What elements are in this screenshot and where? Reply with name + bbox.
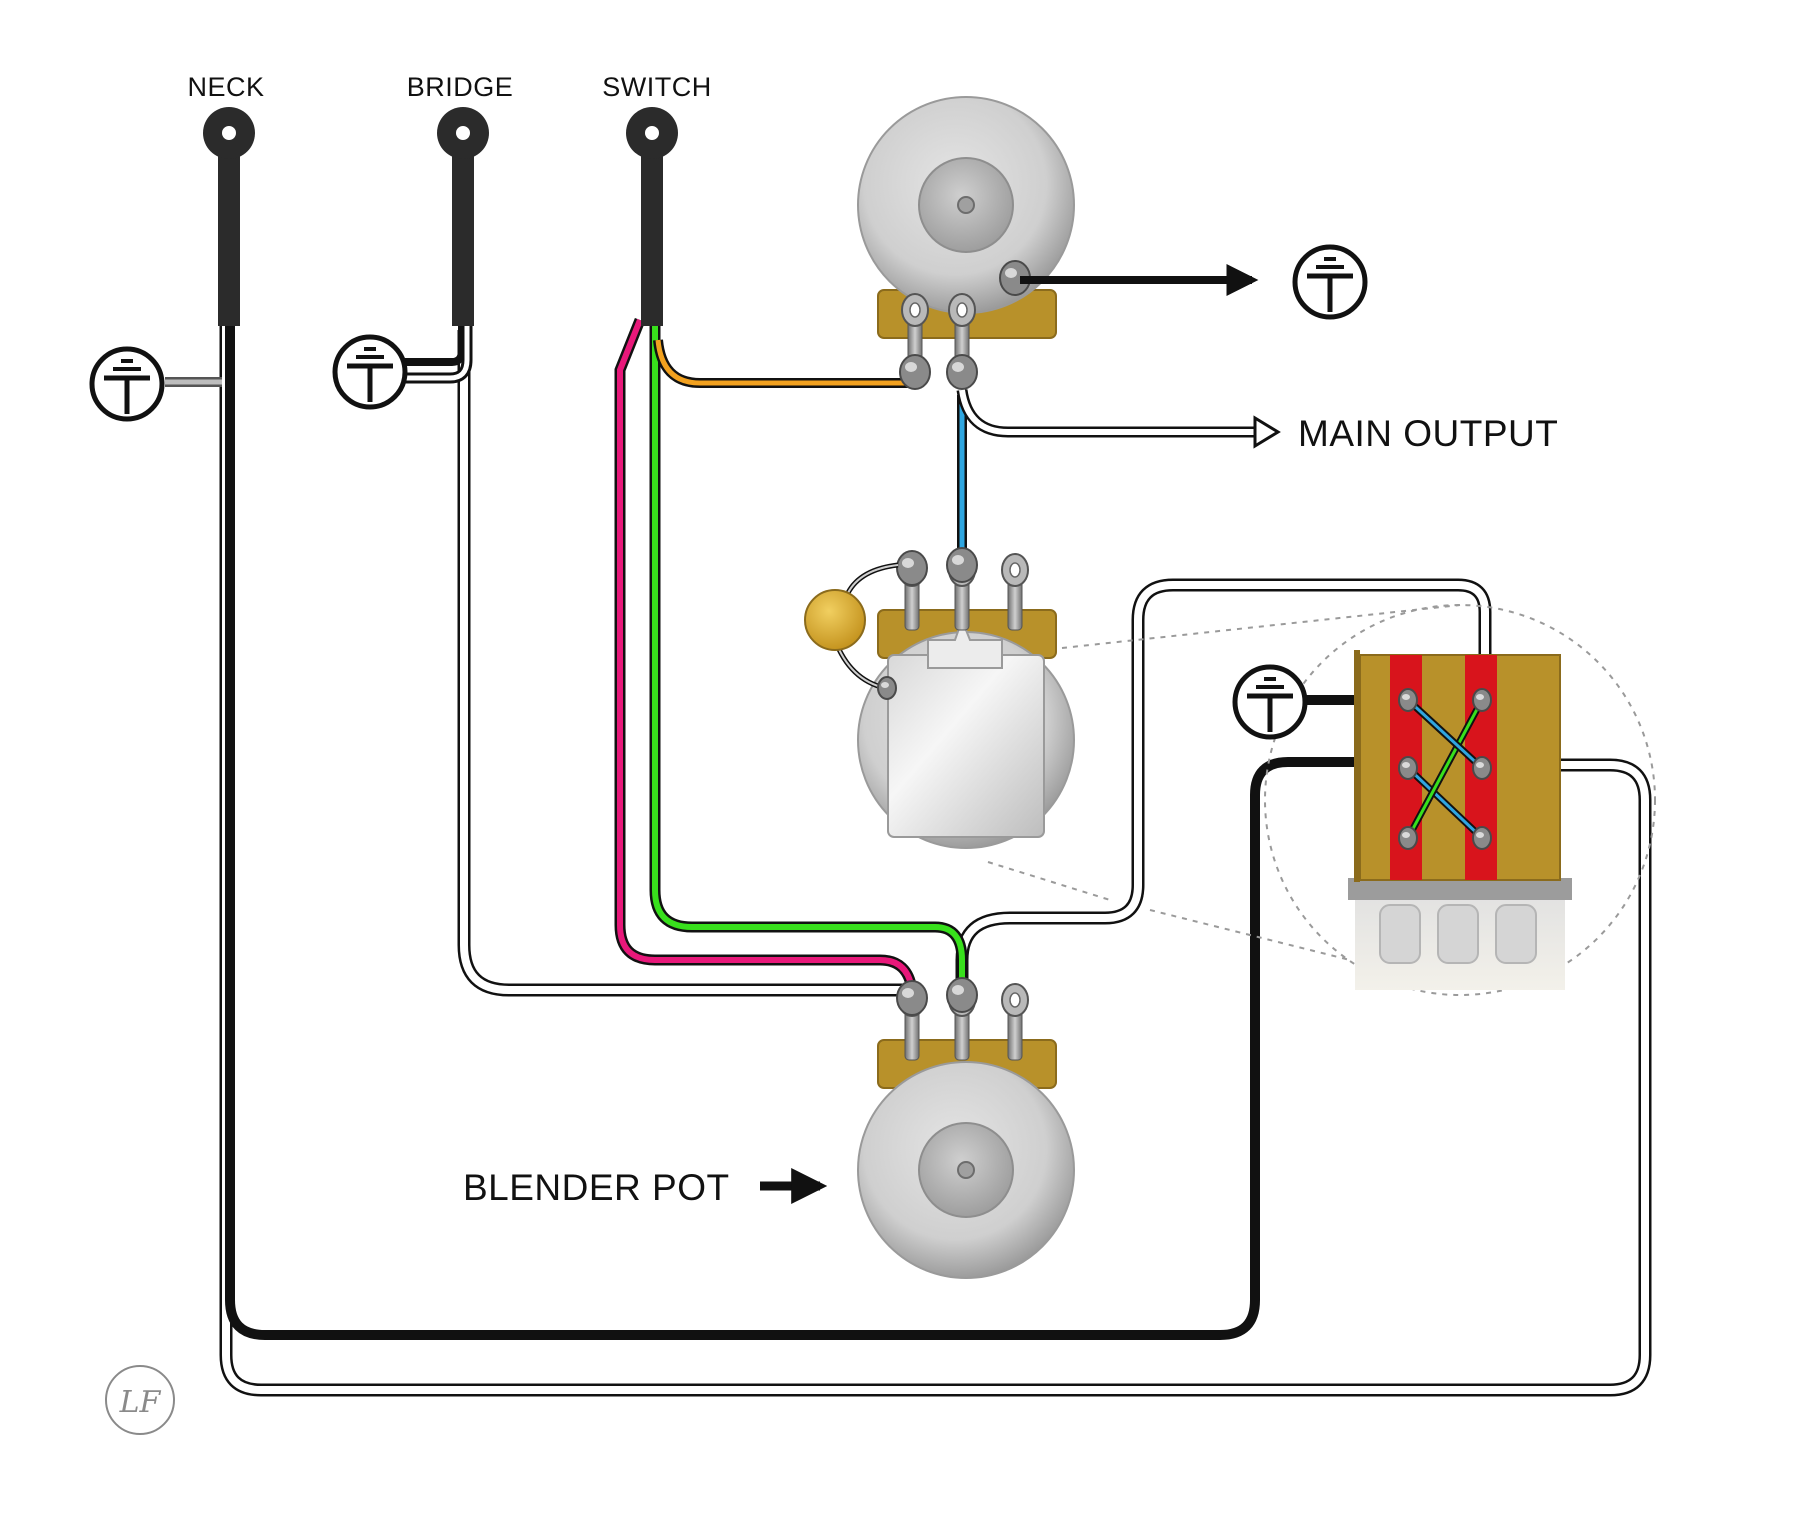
tone-pot (857, 547, 1075, 849)
main-output-label: MAIN OUTPUT (1298, 413, 1558, 454)
bridge-white-wire (457, 330, 905, 997)
main-output-wire (956, 389, 1281, 449)
ground-icon (92, 349, 162, 419)
blender-pot-label: BLENDER POT (463, 1167, 730, 1208)
capacitor-icon (804, 589, 866, 651)
dpdt-switch-icon (1348, 650, 1572, 990)
logo: LF (105, 1365, 175, 1435)
potentiometer-icon (857, 96, 1075, 390)
neck-pickup-lead (203, 107, 255, 326)
neck-label: NECK (187, 72, 264, 102)
pink-wire (614, 317, 918, 991)
bridge-ground-wire (400, 320, 466, 366)
dpdt-switch (1348, 650, 1572, 990)
wires (165, 317, 1652, 1397)
ground-icon (1235, 667, 1305, 737)
switch-label: SWITCH (602, 72, 711, 102)
potentiometer-icon (857, 977, 1075, 1279)
callout-lines (987, 604, 1656, 996)
orange-wire (653, 339, 912, 388)
ground-icon (335, 337, 405, 407)
ground-icon (1295, 247, 1365, 317)
logo-text: LF (119, 1385, 162, 1420)
capacitor (804, 562, 899, 700)
volume-pot (857, 96, 1075, 390)
neck-hot-black-wire (225, 320, 1408, 1340)
push-pull-potentiometer-icon (857, 547, 1075, 849)
bridge-pickup-lead (437, 107, 489, 326)
bridge-label: BRIDGE (407, 72, 514, 102)
blender-pot (857, 977, 1075, 1279)
switch-lead (626, 107, 678, 326)
